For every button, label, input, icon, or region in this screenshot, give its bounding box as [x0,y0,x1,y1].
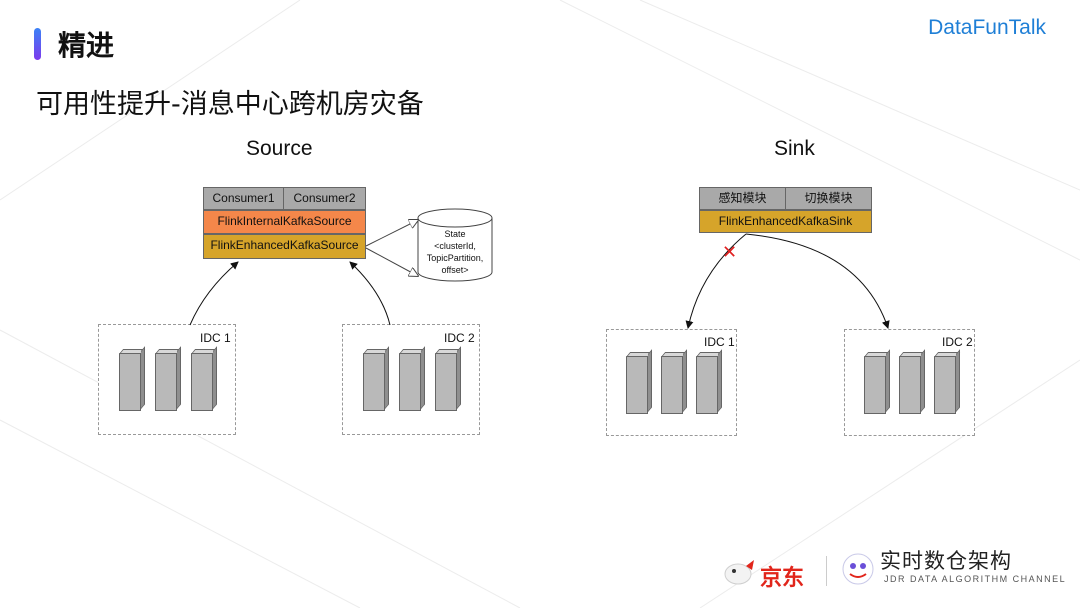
state-line-2: <clusterId, [434,241,476,251]
brand-logo: DataFunTalk [928,16,1046,39]
server-icon [155,353,177,411]
server-icon [191,353,213,411]
state-label: State <clusterId, TopicPartition, offset… [418,228,492,276]
arrow-source-to-state-bottom [365,247,418,276]
arrow-sink-to-idc2 [745,233,890,329]
server-icon [119,353,141,411]
flink-enhanced-kafka-source-box: FlinkEnhancedKafkaSource [203,234,366,259]
source-idc1-label: IDC 1 [200,331,231,345]
flink-internal-kafka-source-box: FlinkInternalKafkaSource [203,210,366,234]
server-icon [626,356,648,414]
server-icon [399,353,421,411]
server-icon [864,356,886,414]
server-icon [899,356,921,414]
sink-idc1-label: IDC 1 [704,335,735,349]
flink-enhanced-kafka-sink-box: FlinkEnhancedKafkaSink [699,210,872,233]
server-icon [661,356,683,414]
perception-module-box: 感知模块 [699,187,786,210]
arrow-source-to-state-top [365,220,418,247]
state-line-1: State [444,229,466,239]
arrow-idc1-to-source [189,261,239,326]
accent-bar [34,28,41,60]
switch-module-box: 切换模块 [785,187,872,210]
arrow-idc2-to-source [349,261,391,326]
state-line-3: TopicPartition, [426,253,484,263]
failure-x-icon: ✕ [722,242,738,263]
jd-mascot-icon [724,560,754,585]
server-icon [696,356,718,414]
consumer2-box: Consumer2 [283,187,366,210]
state-line-4: offset> [441,265,469,275]
sink-title: Sink [774,137,815,160]
server-icon [363,353,385,411]
jdr-channel-icon [842,553,874,585]
source-idc2-label: IDC 2 [444,331,475,345]
source-idc1-box: IDC 1 [98,324,236,435]
watermark-text: 实时数仓架构 [880,549,1012,573]
arrow-sink-to-idc1 [685,233,747,329]
sink-idc2-box: IDC 2 [844,329,975,436]
server-icon [435,353,457,411]
server-icon [934,356,956,414]
jd-logo: 京东 [760,566,805,591]
slide-subtitle: 可用性提升-消息中心跨机房灾备 [36,89,424,120]
state-store-icon [417,208,493,282]
source-idc2-box: IDC 2 [342,324,480,435]
section-title: 精进 [58,29,115,62]
footer-divider [826,556,827,586]
consumer1-box: Consumer1 [203,187,284,210]
sink-idc2-label: IDC 2 [942,335,973,349]
source-title: Source [246,137,313,160]
sink-idc1-box: IDC 1 [606,329,737,436]
channel-text: JDR DATA ALGORITHM CHANNEL [884,574,1067,584]
